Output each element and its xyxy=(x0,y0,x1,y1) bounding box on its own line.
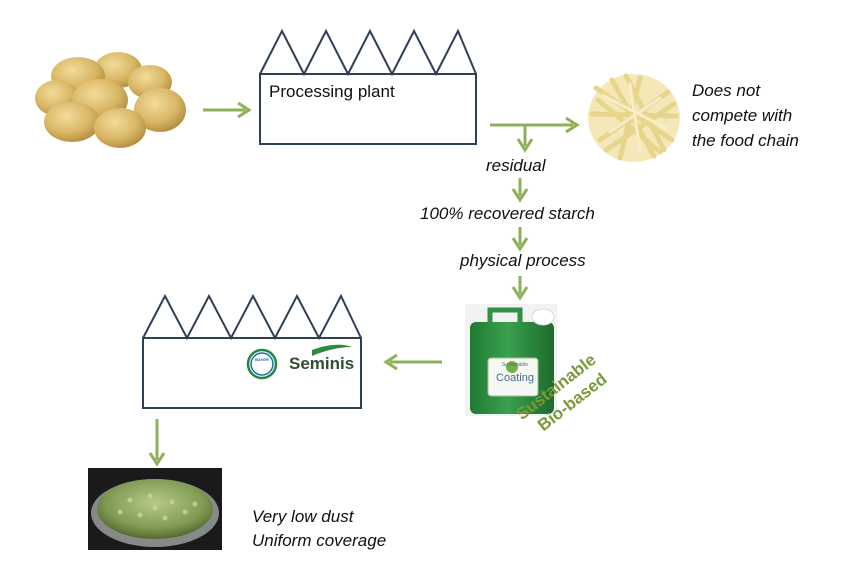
bayer-logo-icon xyxy=(246,348,278,380)
fries-image xyxy=(588,73,680,162)
physical-process-label: physical process xyxy=(460,251,586,270)
processing-plant-bottom xyxy=(142,293,362,409)
plant-top-label: Processing plant xyxy=(269,82,395,101)
coating-canister-image xyxy=(465,304,557,416)
coated-seeds-image xyxy=(88,468,222,550)
flow-arrows xyxy=(148,101,580,467)
canister-brand-big: Coating xyxy=(496,372,534,384)
fries-note-line-3: the food chain xyxy=(692,131,799,150)
fries-note: Does not compete with the food chain xyxy=(692,78,799,153)
seminis-logo-text: Seminis xyxy=(289,354,355,373)
residual-label: residual xyxy=(486,156,546,175)
seminis-logo-icon xyxy=(312,344,352,356)
fries-note-line-2: compete with xyxy=(692,106,793,125)
fries-note-line-1: Does not xyxy=(692,81,761,100)
processing-plant-top xyxy=(259,28,477,145)
canister-brand-small: Sustainable xyxy=(501,362,529,368)
result-line-2: Uniform coverage xyxy=(252,531,387,550)
recovered-starch-label: 100% recovered starch xyxy=(420,204,595,223)
result-note: Very low dust Uniform coverage xyxy=(252,505,386,553)
potatoes-image xyxy=(35,52,186,148)
bayer-logo-text: BAYER xyxy=(255,357,269,362)
result-line-1: Very low dust xyxy=(252,507,354,526)
